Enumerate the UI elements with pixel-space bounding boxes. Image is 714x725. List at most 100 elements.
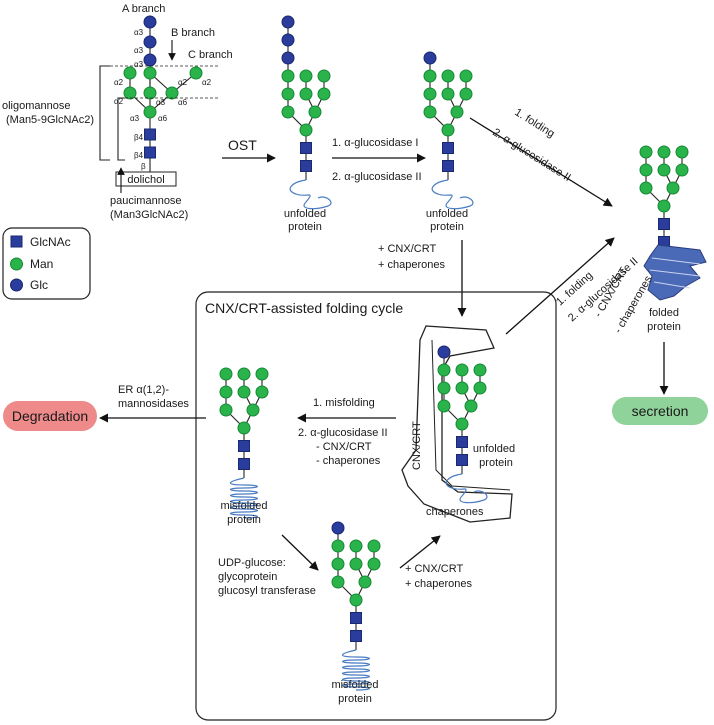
glcnac-node	[350, 630, 362, 642]
cnx-crt-chaperone-outline	[401, 325, 513, 523]
man-node	[423, 105, 437, 119]
rebinding-arrow	[399, 535, 441, 569]
man-node	[219, 385, 233, 399]
misfolded-label-1: misfolded	[220, 500, 267, 512]
man-node	[473, 363, 487, 377]
glcnac-node	[300, 160, 312, 172]
man-node	[255, 385, 269, 399]
man-node	[423, 69, 437, 83]
glycoprotein-after-ost	[281, 15, 332, 210]
glcnac-legend-icon	[10, 235, 23, 248]
ugt-label-3: glucosyl transferase	[218, 585, 316, 597]
misfolded-protein-chain	[341, 649, 371, 691]
man-node	[639, 163, 653, 177]
glcnac-node	[456, 454, 468, 466]
man-node	[675, 145, 689, 159]
bond-label: α3	[134, 46, 144, 55]
dolichol-box	[115, 171, 177, 187]
glc-node	[331, 521, 345, 535]
unfolded-protein-chain	[289, 179, 332, 210]
man-node	[459, 87, 473, 101]
man-node	[349, 593, 363, 607]
unfolded-label-1: unfolded	[284, 208, 326, 220]
glcnac-node	[238, 458, 250, 470]
man-node	[219, 367, 233, 381]
bond-label: α2	[114, 97, 124, 106]
bond-label: α6	[158, 114, 168, 123]
man-node	[675, 163, 689, 177]
mis-glucosidase-label: 2. α-glucosidase II	[298, 427, 388, 439]
man-node	[437, 399, 451, 413]
man-node	[281, 87, 295, 101]
glc-node	[437, 345, 451, 359]
man-node	[423, 87, 437, 101]
man-node	[666, 181, 680, 195]
branch-a-label: A branch	[122, 3, 165, 15]
cnx-crt-enter-label: + CNX/CRT	[378, 243, 436, 255]
misfolded-label-2: misfolded	[331, 679, 378, 691]
folding-cycle-box	[195, 291, 557, 721]
degradation-badge	[3, 401, 97, 431]
man-node	[299, 69, 313, 83]
cycle-unfolded-protein-label: protein	[479, 457, 513, 469]
oligomannose-bracket	[99, 65, 110, 161]
cycle-exit-arrow	[505, 237, 615, 335]
oligomannose-formula: (Man5-9GlcNAc2)	[6, 114, 94, 126]
man-node	[455, 381, 469, 395]
glcnac-node	[300, 142, 312, 154]
cnx-crt-label: CNX/CRT	[411, 421, 423, 470]
glcnac-node	[144, 146, 156, 159]
ugt-arrow	[281, 534, 319, 571]
man-node	[299, 87, 313, 101]
man-node	[281, 69, 295, 83]
man-node	[639, 181, 653, 195]
glcnac-node	[456, 436, 468, 448]
paucimannose-label: paucimannose	[110, 195, 182, 207]
man-node	[455, 363, 469, 377]
ost-label: OST	[228, 137, 257, 153]
man-node	[367, 557, 381, 571]
man-node	[237, 385, 251, 399]
folded-protein-structure	[643, 244, 707, 301]
man-node	[308, 105, 322, 119]
man-node	[441, 69, 455, 83]
man-node	[367, 539, 381, 553]
legend-box	[2, 227, 91, 300]
man-node	[441, 123, 455, 137]
glucosidase-1-label: 1. α-glucosidase I	[332, 137, 418, 149]
mannosidase-label-2: mannosidases	[118, 398, 189, 410]
branch-c-label: C branch	[188, 49, 233, 61]
man-node	[331, 575, 345, 589]
secretion-badge	[612, 397, 708, 425]
paucimannose-bracket	[117, 97, 125, 161]
protein-label-2: protein	[430, 221, 464, 233]
misfolded-glycoprotein-deglucosylated	[219, 367, 269, 519]
oligomannose-label: oligomannose	[2, 100, 71, 112]
man-node	[123, 86, 137, 100]
bond-label: β	[141, 162, 146, 171]
bond-label: α3	[156, 98, 166, 107]
bond-label: α2	[178, 78, 188, 87]
man-node	[473, 381, 487, 395]
man-node	[459, 69, 473, 83]
rebind-chaperones-label: + chaperones	[405, 578, 472, 590]
bond-label: α3	[134, 60, 144, 69]
man-node	[441, 87, 455, 101]
glcnac-node	[442, 160, 454, 172]
man-node	[639, 145, 653, 159]
man-node	[219, 403, 233, 417]
unfolded-label-2: unfolded	[426, 208, 468, 220]
rebind-cnx-label: + CNX/CRT	[405, 563, 463, 575]
man-node	[437, 363, 451, 377]
misfolding-label: 1. misfolding	[313, 397, 375, 409]
degradation-label: Degradation	[12, 408, 88, 424]
folded-protein-label: protein	[647, 321, 681, 333]
man-node	[317, 69, 331, 83]
man-node	[464, 399, 478, 413]
glcnac-node	[350, 612, 362, 624]
glcnac-node	[144, 128, 156, 141]
glcnac-node	[238, 440, 250, 452]
man-node	[657, 163, 671, 177]
unfolded-protein-chain	[445, 473, 488, 504]
